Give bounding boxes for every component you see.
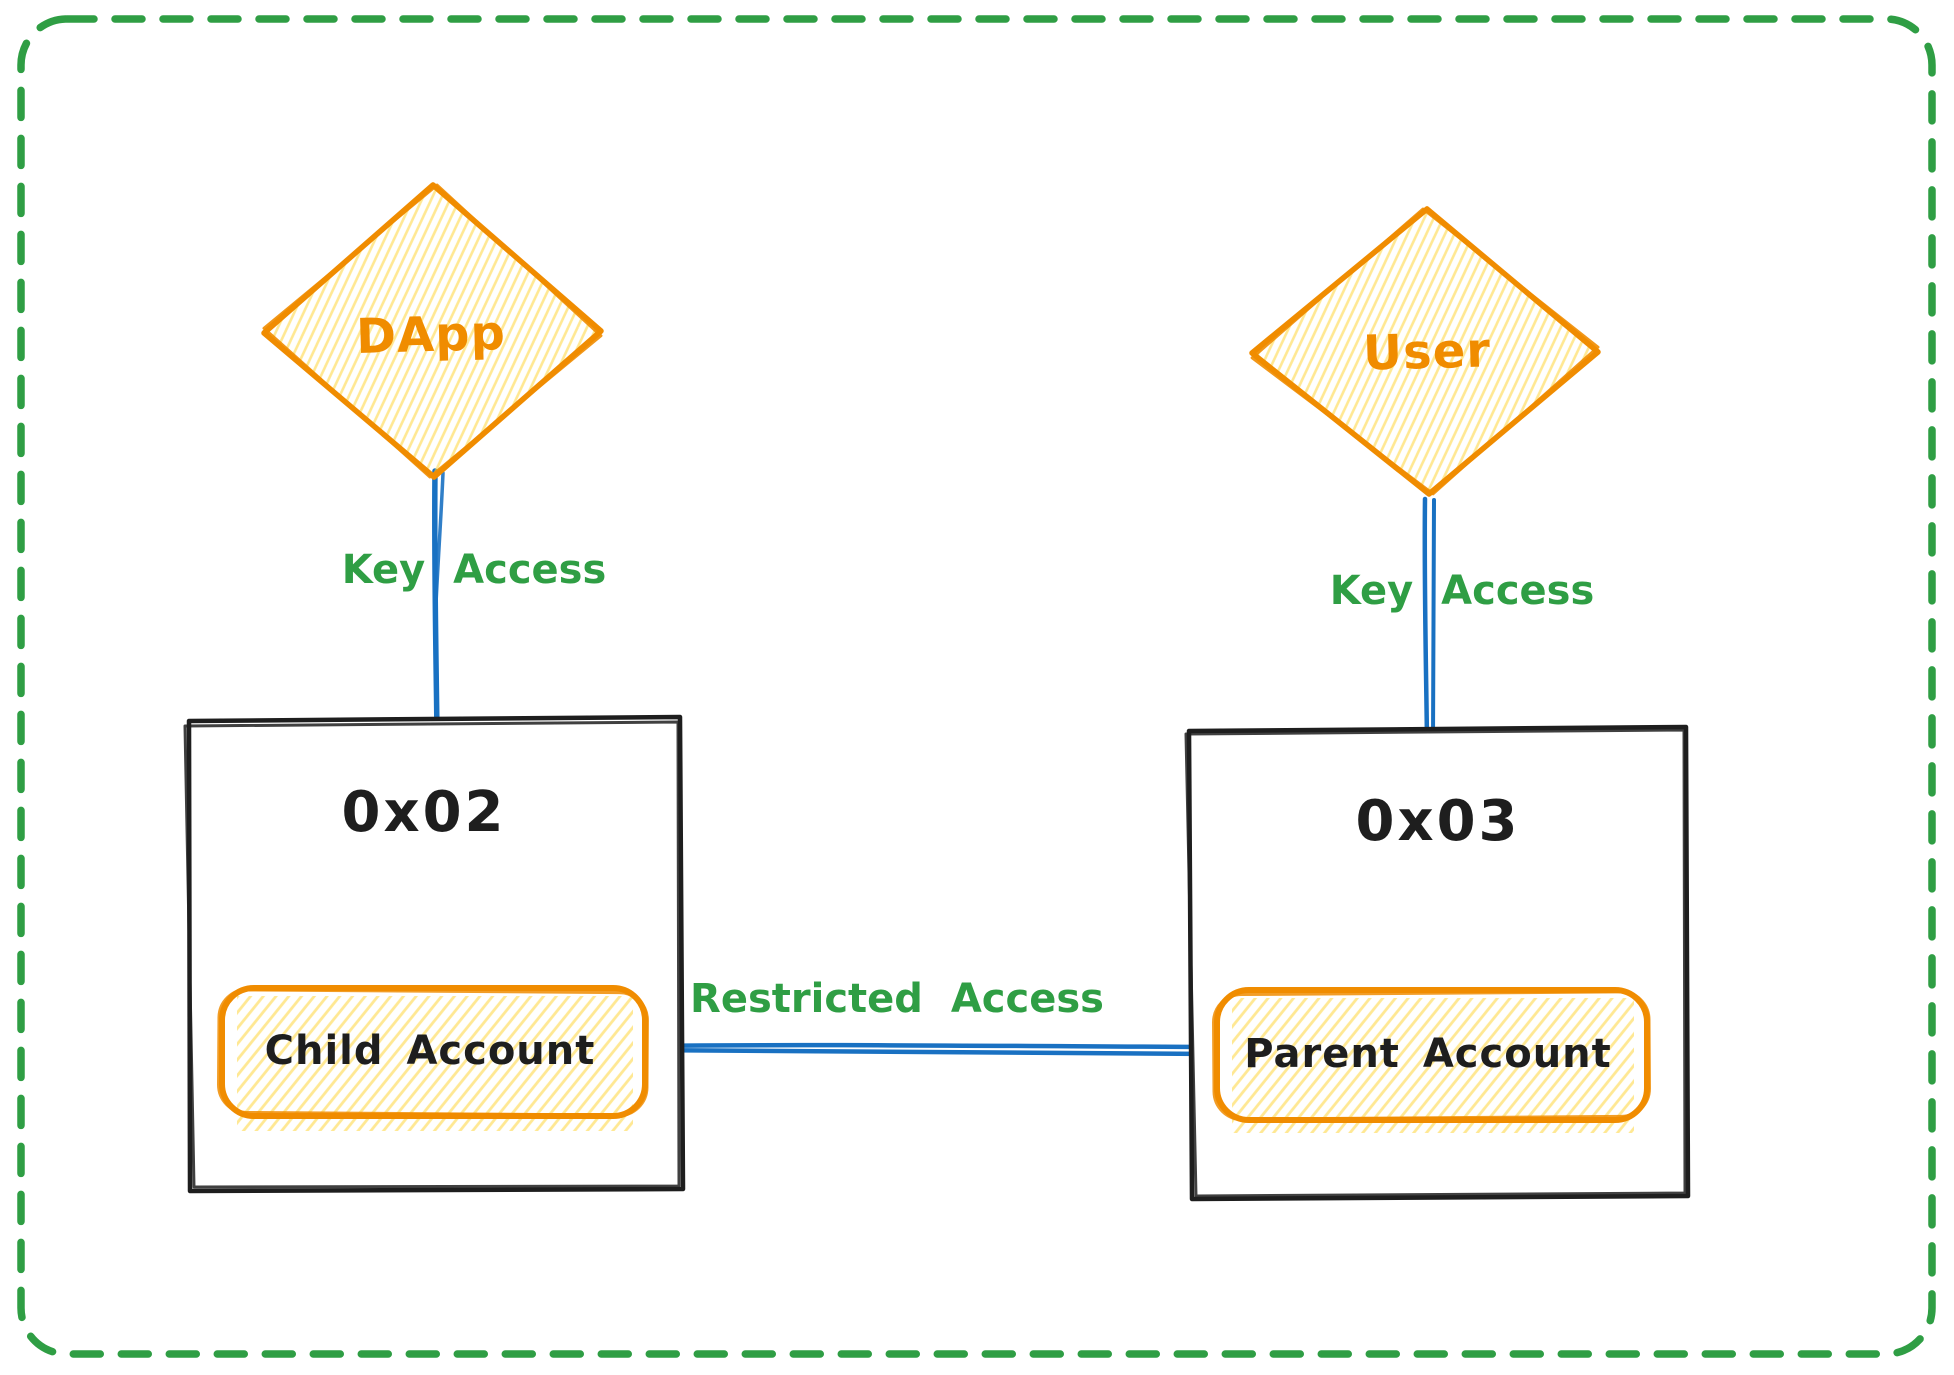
connector-overdraw xyxy=(434,471,445,606)
restricted-access-arrow[interactable] xyxy=(614,1013,1217,1077)
parent-account-fill xyxy=(1232,998,1634,1133)
box-overdraw xyxy=(1184,728,1687,1198)
parent-account-label[interactable]: Parent Account xyxy=(1244,1031,1612,1077)
user-diamond-outline[interactable] xyxy=(1249,206,1601,497)
account-box-0x03-title[interactable]: 0x03 xyxy=(1355,789,1521,854)
child-account-pill[interactable] xyxy=(217,985,649,1131)
key-access-edge-right[interactable] xyxy=(1422,496,1436,744)
key-access-edge-left[interactable] xyxy=(431,468,445,737)
key-access-label-right[interactable]: Key Access xyxy=(1329,568,1595,614)
user-diamond-overdraw xyxy=(1250,207,1600,496)
child-account-overdraw xyxy=(217,987,649,1118)
dapp-diamond-overdraw xyxy=(262,183,603,479)
user-diamond[interactable] xyxy=(1248,204,1602,499)
connector-overdraw xyxy=(1431,498,1436,742)
frame[interactable] xyxy=(17,15,1936,1358)
parent-account-pill[interactable] xyxy=(1212,987,1651,1133)
account-box-0x02-title[interactable]: 0x02 xyxy=(341,780,507,845)
child-account-label[interactable]: Child Account xyxy=(264,1028,596,1074)
parent-account-overdraw xyxy=(1212,989,1651,1122)
box-overdraw xyxy=(183,720,681,1189)
restricted-access-label[interactable]: Restricted Access xyxy=(690,976,1104,1022)
arrow-line-overdraw xyxy=(633,1047,1217,1057)
connector-line[interactable] xyxy=(1422,496,1430,744)
arrow-line[interactable] xyxy=(641,1042,1217,1050)
user-label[interactable]: User xyxy=(1362,322,1492,382)
parent-account-outline[interactable] xyxy=(1214,987,1650,1123)
frame-dashed-border[interactable] xyxy=(17,15,1936,1358)
dapp-diamond[interactable] xyxy=(260,180,605,481)
child-account-fill xyxy=(237,996,633,1131)
key-access-label-left[interactable]: Key Access xyxy=(341,547,607,593)
dapp-label[interactable]: DApp xyxy=(355,305,507,365)
child-account-outline[interactable] xyxy=(219,985,648,1119)
